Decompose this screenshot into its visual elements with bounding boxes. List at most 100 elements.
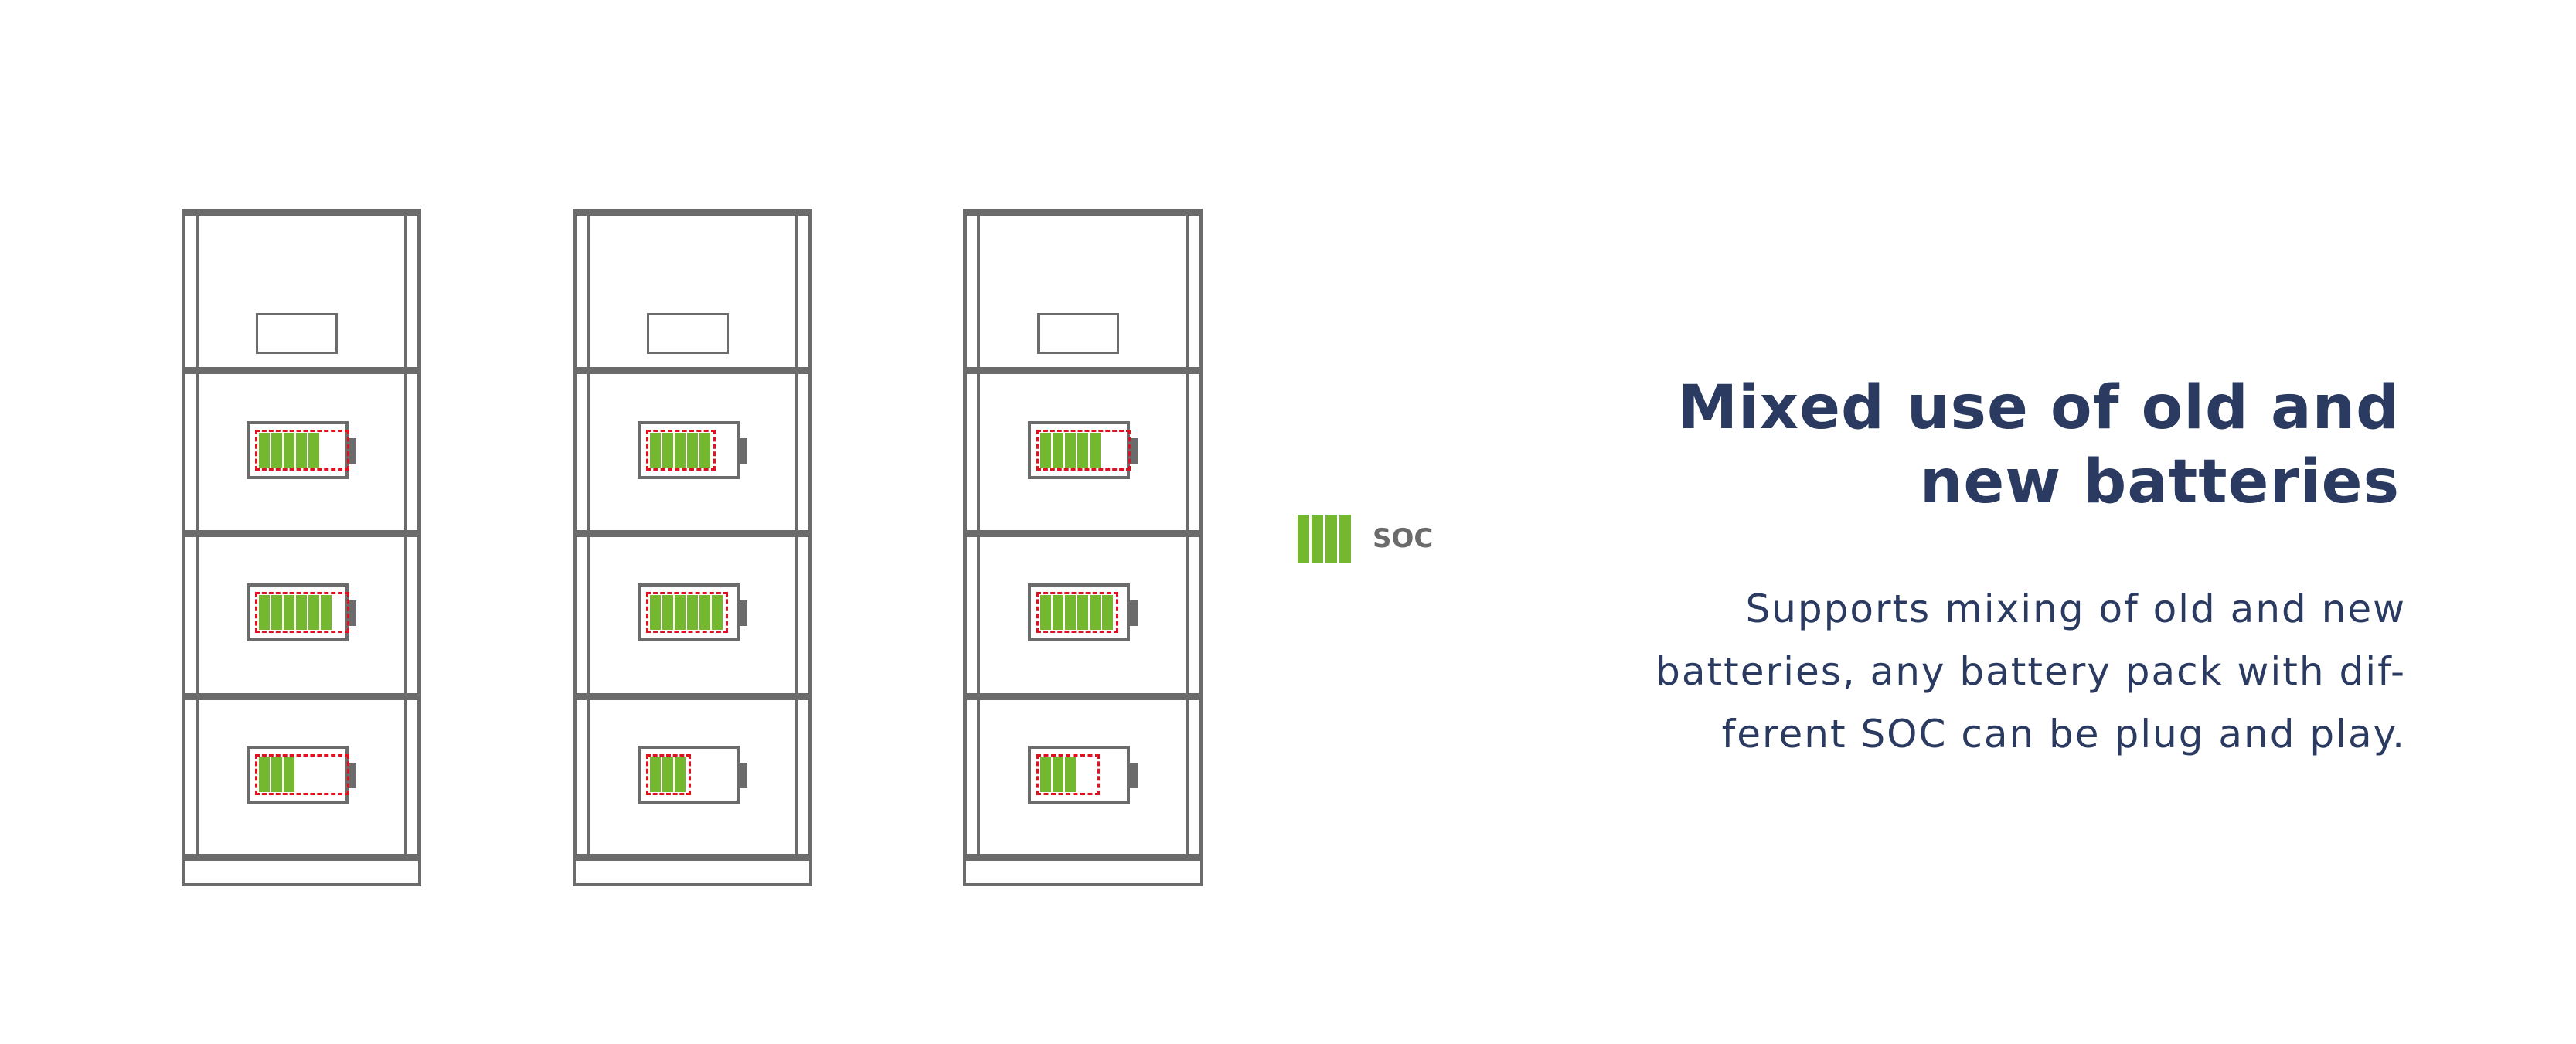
cabinet-base bbox=[963, 861, 1203, 886]
soc-bar bbox=[1325, 515, 1337, 563]
soc-bar bbox=[1090, 595, 1101, 630]
description-line: batteries, any battery pack with dif- bbox=[1656, 649, 2406, 694]
control-panel bbox=[256, 313, 338, 354]
soc-bar bbox=[1339, 515, 1351, 563]
soc-bar bbox=[1040, 433, 1051, 468]
cabinet-shelf bbox=[182, 530, 421, 537]
soc-bar bbox=[662, 757, 673, 792]
cabinet-shelf bbox=[573, 530, 812, 537]
soc-bar bbox=[259, 595, 270, 630]
soc-bar bbox=[662, 433, 673, 468]
battery-terminal bbox=[1130, 763, 1138, 788]
cabinet-shelf bbox=[573, 693, 812, 700]
soc-bar bbox=[271, 595, 282, 630]
soc-bar bbox=[699, 595, 710, 630]
cabinet-shelf bbox=[573, 367, 812, 374]
soc-level bbox=[259, 433, 319, 468]
soc-level bbox=[1040, 595, 1113, 630]
cabinet-shelf bbox=[182, 209, 421, 216]
cabinet-shelf bbox=[182, 367, 421, 374]
soc-bar bbox=[675, 757, 686, 792]
cabinet-shelf bbox=[182, 693, 421, 700]
soc-bars-icon bbox=[1298, 515, 1351, 563]
soc-legend: SOC bbox=[1298, 515, 1433, 563]
soc-bar bbox=[662, 595, 673, 630]
capacity-outline bbox=[255, 754, 349, 795]
battery-module-icon bbox=[638, 746, 747, 804]
cabinet-shelf bbox=[963, 209, 1203, 216]
soc-bar bbox=[284, 757, 294, 792]
description: Supports mixing of old and new batteries… bbox=[1587, 578, 2406, 766]
soc-bar bbox=[1102, 595, 1113, 630]
soc-bar bbox=[687, 595, 698, 630]
soc-bar bbox=[1077, 433, 1088, 468]
cabinet-shelf bbox=[573, 209, 812, 216]
cabinet-shelf bbox=[963, 367, 1203, 374]
battery-terminal bbox=[740, 763, 747, 788]
soc-bar bbox=[259, 757, 270, 792]
battery-terminal bbox=[349, 600, 356, 626]
battery-module-icon bbox=[247, 746, 356, 804]
soc-bar bbox=[650, 433, 661, 468]
capacity-outline bbox=[646, 754, 691, 795]
soc-bar bbox=[271, 433, 282, 468]
capacity-outline bbox=[255, 430, 349, 471]
cabinet-shelf bbox=[963, 854, 1203, 861]
capacity-outline bbox=[646, 592, 728, 633]
soc-bar bbox=[1312, 515, 1323, 563]
soc-bar bbox=[1077, 595, 1088, 630]
soc-bar bbox=[1065, 595, 1076, 630]
soc-level bbox=[650, 757, 686, 792]
soc-bar bbox=[687, 433, 698, 468]
battery-module-icon bbox=[1028, 746, 1138, 804]
title-line: Mixed use of old and bbox=[1677, 373, 2400, 443]
page-title: Mixed use of old and new batteries bbox=[1627, 371, 2400, 519]
battery-cabinet bbox=[182, 209, 421, 886]
capacity-outline bbox=[1036, 430, 1131, 471]
soc-bar bbox=[650, 595, 661, 630]
soc-bar bbox=[308, 433, 319, 468]
battery-terminal bbox=[740, 438, 747, 464]
capacity-outline bbox=[255, 592, 349, 633]
control-panel bbox=[647, 313, 729, 354]
capacity-outline bbox=[1036, 754, 1100, 795]
cabinet-base bbox=[182, 861, 421, 886]
soc-bar bbox=[321, 595, 332, 630]
soc-bar bbox=[308, 595, 319, 630]
soc-bar bbox=[271, 757, 282, 792]
description-line: ferent SOC can be plug and play. bbox=[1721, 712, 2406, 757]
soc-bar bbox=[1065, 757, 1076, 792]
battery-terminal bbox=[740, 600, 747, 626]
battery-cabinet bbox=[963, 209, 1203, 886]
title-line: new batteries bbox=[1919, 447, 2400, 517]
soc-bar bbox=[712, 595, 723, 630]
capacity-outline bbox=[1036, 592, 1118, 633]
soc-level bbox=[650, 595, 723, 630]
soc-bar bbox=[1040, 757, 1051, 792]
soc-bar bbox=[1053, 433, 1063, 468]
soc-bar bbox=[296, 433, 307, 468]
soc-bar bbox=[284, 595, 294, 630]
soc-bar bbox=[650, 757, 661, 792]
soc-level bbox=[650, 433, 710, 468]
soc-bar bbox=[259, 433, 270, 468]
soc-bar bbox=[296, 595, 307, 630]
soc-bar bbox=[1040, 595, 1051, 630]
soc-bar bbox=[284, 433, 294, 468]
soc-level bbox=[259, 595, 332, 630]
battery-module-icon bbox=[1028, 583, 1138, 641]
battery-module-icon bbox=[247, 583, 356, 641]
soc-bar bbox=[699, 433, 710, 468]
soc-bar bbox=[675, 433, 686, 468]
soc-bar bbox=[1053, 757, 1063, 792]
soc-level bbox=[259, 757, 294, 792]
cabinet-shelf bbox=[963, 693, 1203, 700]
capacity-outline bbox=[646, 430, 716, 471]
soc-bar bbox=[1065, 433, 1076, 468]
cabinet-shelf bbox=[963, 530, 1203, 537]
soc-bar bbox=[1053, 595, 1063, 630]
battery-terminal bbox=[1130, 438, 1138, 464]
battery-terminal bbox=[349, 438, 356, 464]
soc-level bbox=[1040, 757, 1076, 792]
soc-bar bbox=[675, 595, 686, 630]
